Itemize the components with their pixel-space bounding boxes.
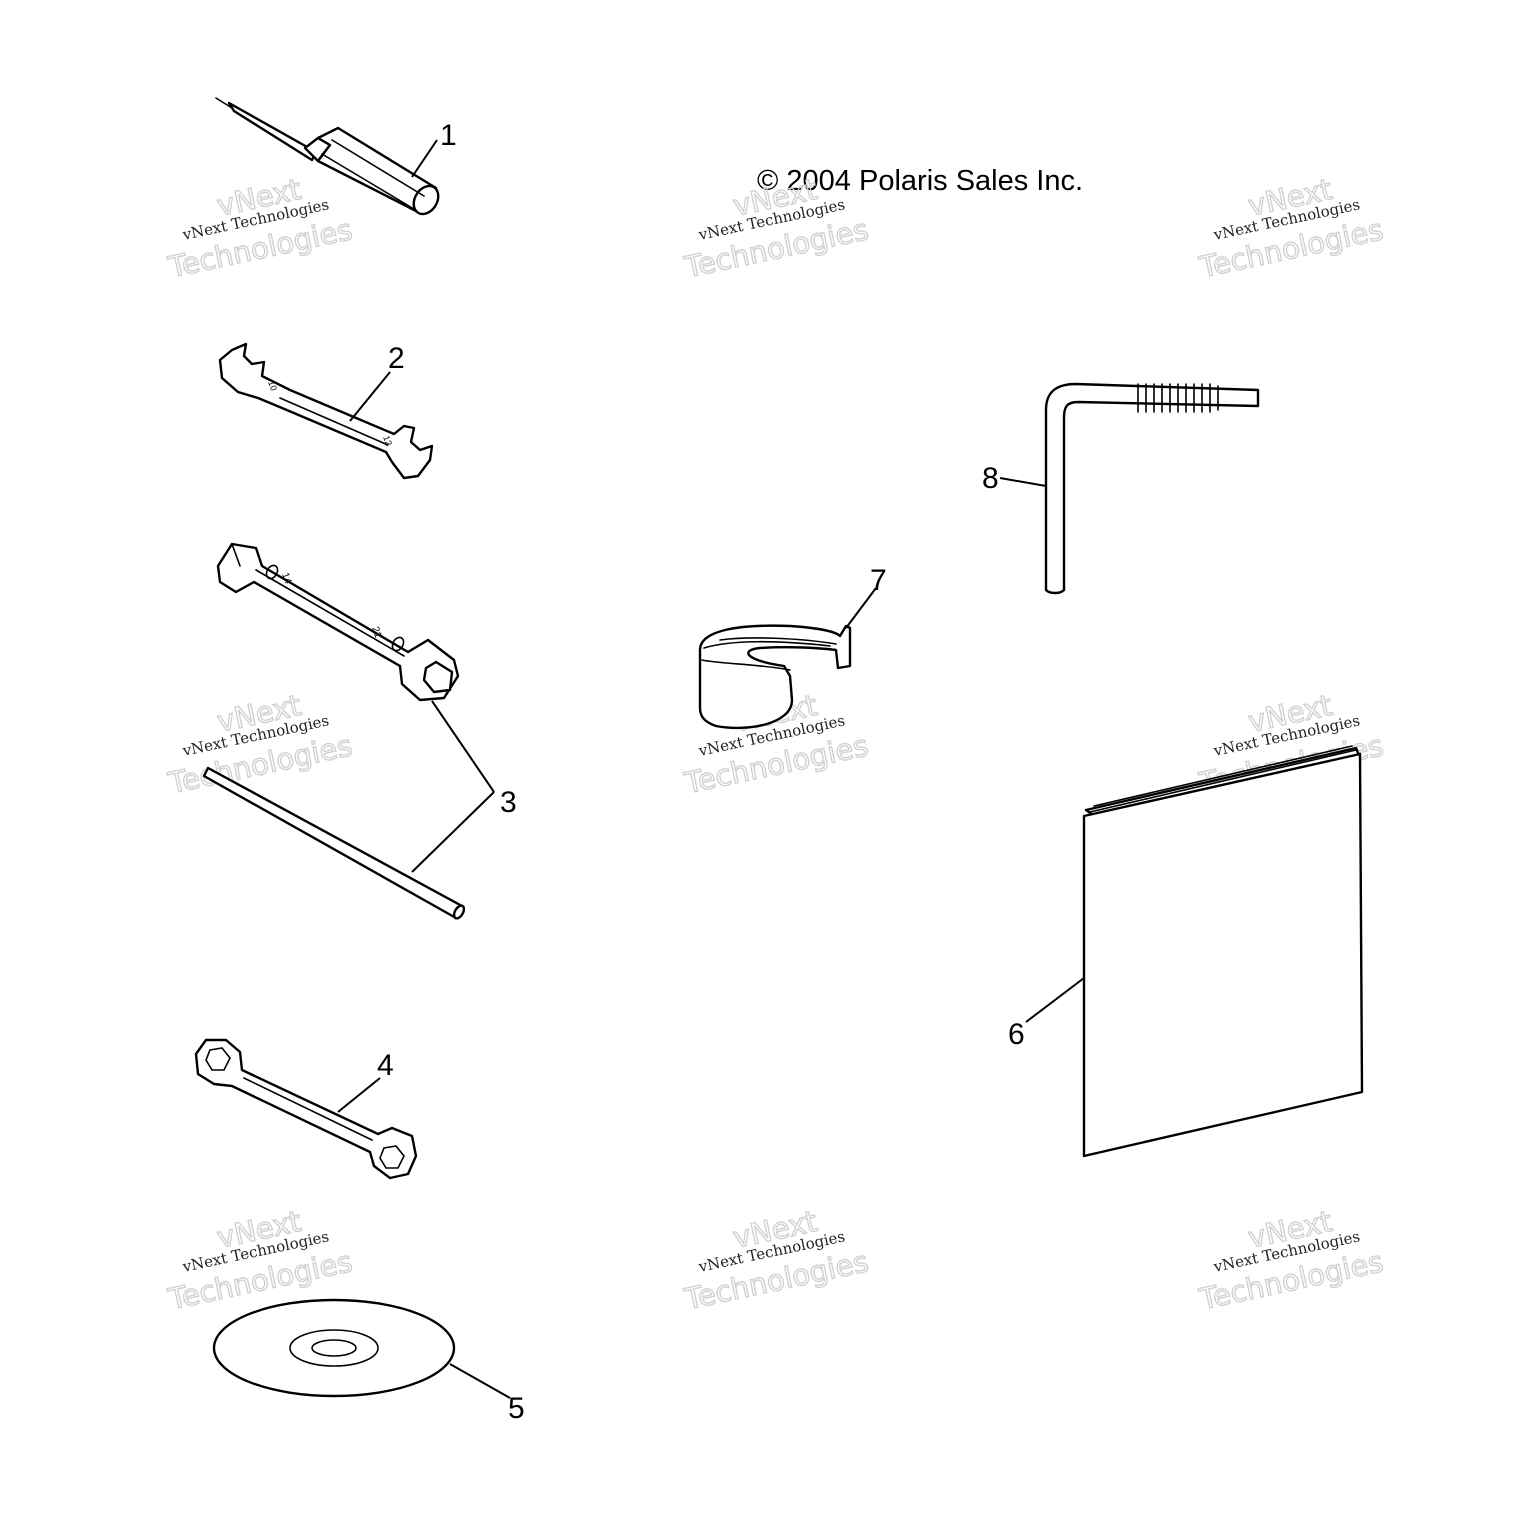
callout-4: 4: [377, 1049, 394, 1082]
tether-strap-icon: [698, 624, 852, 730]
callout-8: 8: [982, 462, 999, 495]
callout-2: 2: [388, 342, 405, 375]
tommy-bar-icon: [202, 766, 466, 920]
watermark: vNext vNext Technologies Technologies: [1195, 171, 1387, 285]
leader-line-5: [449, 1363, 511, 1399]
callout-7: 7: [870, 564, 887, 597]
leader-line-8: [999, 477, 1047, 487]
leader-line-4: [337, 1077, 381, 1113]
socket-marking-a: 14: [279, 571, 293, 586]
leader-line-3a: [431, 700, 495, 793]
owners-manual-icon: [1082, 745, 1364, 1158]
watermark: vNext vNext Technologies Technologies: [680, 1203, 872, 1317]
socket-marking-b: 21: [369, 625, 383, 640]
hex-key-grip: [1137, 383, 1219, 413]
watermark: vNext vNext Technologies Technologies: [1195, 1203, 1387, 1317]
watermark-grid: vNext vNext Technologies Technologies vN…: [164, 171, 1387, 1317]
callout-5: 5: [508, 1392, 525, 1425]
leader-line-3b: [411, 791, 495, 873]
watermark: vNext vNext Technologies Technologies: [164, 1203, 356, 1317]
hex-key-icon: [1044, 382, 1260, 595]
leader-line-2: [349, 371, 391, 422]
open-end-wrench-icon: 10 12: [218, 342, 434, 480]
leader-line-7: [845, 587, 877, 629]
leader-line-6: [1025, 977, 1085, 1023]
box-end-wrench-icon: [194, 1038, 418, 1180]
copyright-notice: © 2004 Polaris Sales Inc.: [757, 165, 1083, 197]
callout-6: 6: [1008, 1018, 1025, 1051]
wrench-2-marking-b: 12: [381, 434, 394, 447]
watermark: vNext vNext Technologies Technologies: [164, 687, 356, 801]
watermark: vNext vNext Technologies Technologies: [164, 171, 356, 285]
cd-disc-icon: [212, 1298, 456, 1398]
screwdriver-icon: [215, 97, 440, 216]
leader-line-1: [411, 139, 438, 178]
callout-3: 3: [500, 786, 517, 819]
callout-1: 1: [440, 119, 457, 152]
spark-plug-socket-wrench-icon: 14 21: [216, 542, 460, 702]
wrench-2-marking-a: 10: [266, 379, 279, 392]
